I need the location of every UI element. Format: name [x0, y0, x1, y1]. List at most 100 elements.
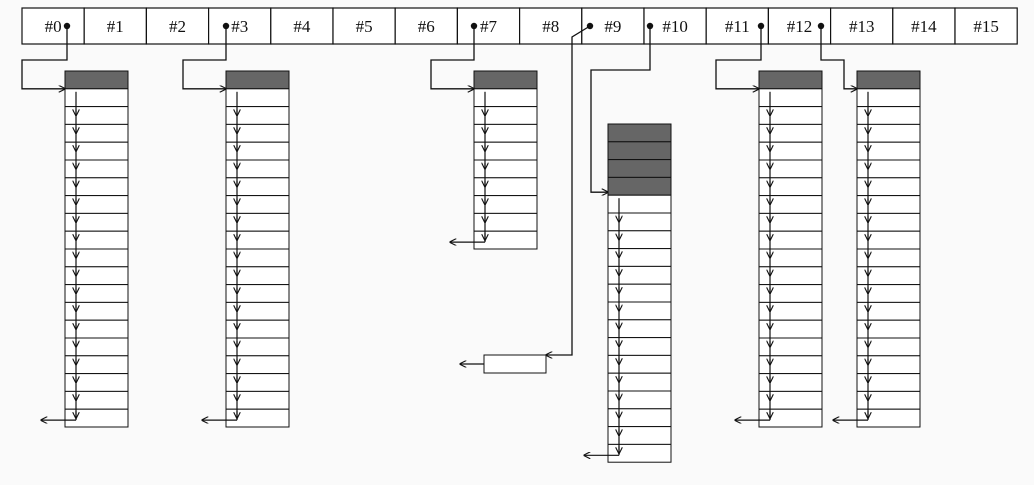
list-slot-11 — [715, 22, 823, 428]
chunk-cell — [64, 266, 129, 286]
chunk-cell — [225, 195, 290, 214]
list-slot-7 — [430, 22, 538, 250]
slot-label: #2 — [169, 17, 186, 36]
chunk-cell — [758, 248, 823, 268]
chunk-cell — [607, 408, 672, 428]
chunk-cell — [856, 266, 921, 286]
chunk-cell — [856, 337, 921, 357]
chunk-cell — [758, 195, 823, 214]
slot-4: #4 — [270, 7, 334, 45]
chunk-cell — [64, 195, 129, 214]
chunk-cell — [856, 177, 921, 197]
slot-label: #5 — [356, 17, 373, 36]
slot-label: #7 — [480, 17, 498, 36]
slot-6: #6 — [394, 7, 459, 45]
slot-14: #14 — [892, 7, 956, 45]
chunk-cell — [64, 159, 129, 179]
chunk-cell — [607, 354, 672, 374]
slot-1: #1 — [83, 7, 147, 45]
header-cell — [607, 141, 672, 161]
chunk-cell — [64, 408, 129, 428]
chunk-cell — [473, 159, 538, 179]
chunk-cell — [758, 355, 823, 375]
chunk-cell — [856, 408, 921, 428]
pointer-arrow — [715, 26, 762, 89]
chunk-cell — [473, 230, 538, 250]
slot-label: #4 — [293, 17, 311, 36]
header-cell — [473, 70, 538, 90]
chunk-cell — [225, 177, 290, 197]
chunk-cell — [607, 301, 672, 321]
chunk-cell — [758, 177, 823, 197]
header-cell — [856, 70, 921, 90]
pointer-arrow — [21, 26, 68, 89]
chunk-cell — [225, 355, 290, 375]
chunk-cell — [225, 319, 290, 339]
slot-label: #12 — [787, 17, 813, 36]
chunk-cell — [64, 301, 129, 321]
slot-label: #0 — [45, 17, 62, 36]
chunk-cell — [607, 230, 672, 250]
chunk-cell — [758, 141, 823, 161]
slot-label: #13 — [849, 17, 875, 36]
chunk-cell — [607, 283, 672, 303]
chunk-cell — [607, 248, 672, 267]
chunk-cell — [64, 284, 129, 303]
chunk-cell — [225, 408, 290, 428]
chunk-cell — [758, 408, 823, 428]
chunk-cell — [483, 354, 547, 374]
chunk-cell — [473, 141, 538, 161]
list-slot-10 — [584, 22, 672, 463]
chunk-cell — [64, 390, 129, 410]
list-slot-12 — [817, 22, 921, 428]
header-cell — [758, 70, 823, 90]
chunk-cell — [225, 123, 290, 143]
slot-label: #9 — [604, 17, 621, 36]
chunk-cell — [225, 159, 290, 179]
slot-label: #15 — [973, 17, 999, 36]
chunk-cell — [856, 390, 921, 410]
slot-array: #0#1#2#3#4#5#6#7#8#9#10#11#12#13#14#15 — [21, 7, 1018, 45]
slot-2: #2 — [145, 7, 210, 45]
chunk-cell — [225, 390, 290, 410]
linked-lists — [21, 22, 921, 463]
slot-5: #5 — [332, 7, 396, 45]
chunk-cell — [758, 373, 823, 392]
list-slot-3 — [182, 22, 290, 428]
chunk-cell — [473, 177, 538, 197]
slot-3: #3 — [208, 7, 272, 45]
chunk-cell — [758, 390, 823, 410]
pointer-arrow — [430, 26, 474, 89]
chunk-cell — [607, 265, 672, 285]
chunk-cell — [225, 106, 290, 125]
chunk-cell — [64, 177, 129, 197]
chunk-cell — [64, 373, 129, 392]
header-cell — [225, 70, 290, 90]
pointer-arrow — [182, 26, 226, 89]
chunk-cell — [607, 212, 672, 232]
pointer-arrow — [820, 26, 857, 89]
slot-label: #8 — [542, 17, 559, 36]
chunk-cell — [607, 337, 672, 356]
chunk-cell — [758, 123, 823, 143]
pointer-arrow — [590, 26, 651, 192]
chunk-cell — [856, 212, 921, 232]
chunk-cell — [856, 284, 921, 303]
chunk-cell — [607, 194, 672, 214]
header-cell — [607, 176, 672, 196]
header-cell — [64, 70, 129, 90]
slot-label: #3 — [231, 17, 248, 36]
slot-label: #10 — [662, 17, 688, 36]
chunk-cell — [64, 123, 129, 143]
chunk-cell — [758, 319, 823, 339]
list-slot-0 — [21, 22, 129, 428]
header-cell — [607, 159, 672, 178]
chunk-cell — [856, 319, 921, 339]
slot-13: #13 — [829, 7, 894, 45]
chunk-cell — [856, 373, 921, 392]
chunk-cell — [225, 266, 290, 286]
chunk-cell — [758, 212, 823, 232]
chunk-cell — [856, 123, 921, 143]
chunk-cell — [225, 337, 290, 357]
chunk-cell — [758, 88, 823, 108]
